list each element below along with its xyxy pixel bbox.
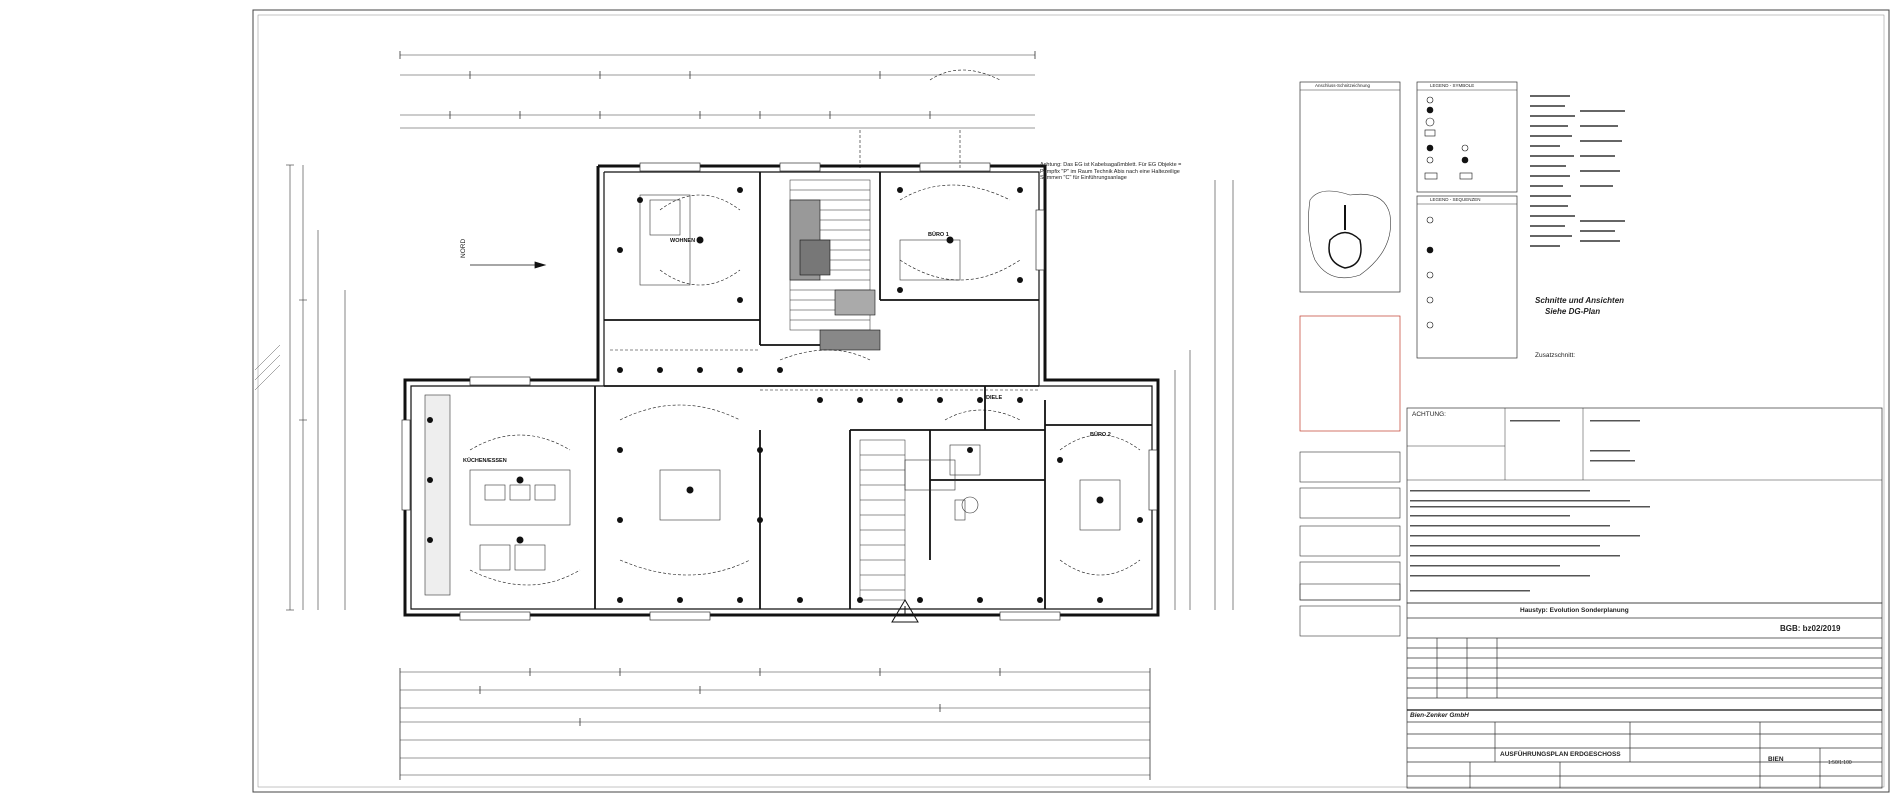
notes-lines <box>1410 420 1650 592</box>
plan-title: AUSFÜHRUNGSPLAN ERDGESCHOSS <box>1500 751 1621 758</box>
legend-box-sequences <box>1416 195 1518 359</box>
right-text-column <box>1530 95 1625 247</box>
hatch-left <box>254 344 281 391</box>
notes-block <box>1406 407 1883 604</box>
heating-note: Achtung: Das EG ist Kabelsagaßmblett. Fü… <box>1040 162 1182 182</box>
dimension-lines-right <box>1174 180 1234 610</box>
dimension-lines-top <box>399 51 1036 129</box>
technical-equipment <box>789 199 881 351</box>
red-notes-box <box>1299 315 1401 432</box>
legend-box-symbols <box>1416 81 1518 193</box>
windows <box>401 162 1158 621</box>
dimension-lines-left <box>286 164 346 611</box>
legend-title-symbols: LEGEND - SYMBOLE <box>1430 83 1475 88</box>
plan-scale: 1:50/1:100 <box>1828 760 1852 766</box>
section-note-line1: Schnitte und Ansichten <box>1535 296 1625 305</box>
legend-symbols <box>1424 96 1473 329</box>
zusatz-label: Zusatzschnitt: <box>1535 352 1576 359</box>
room-label-diele: DIELE <box>986 395 1003 401</box>
plan-code: BIEN <box>1768 756 1784 763</box>
room-label-buero1: BÜRO 1 <box>928 232 949 238</box>
furniture <box>424 194 1121 596</box>
detail-sketch <box>1308 190 1391 279</box>
electrical-circuits <box>469 69 1141 586</box>
legend-title-sequences: LEGEND - SEQUENZEN <box>1430 197 1481 202</box>
company-name: Bien-Zenker GmbH <box>1410 712 1469 719</box>
exterior-walls <box>403 164 1160 617</box>
section-note-line2: Siehe DG-Plan <box>1545 307 1601 316</box>
legend-title-connection: Anschluss-Schnitzeichnung <box>1315 83 1371 88</box>
north-label: NORD <box>460 238 467 258</box>
room-label-buero2: BÜRO 2 <box>1090 432 1111 438</box>
room-label-kuechen: KÜCHEN/ESSEN <box>463 458 507 464</box>
warning-triangle-icon <box>891 599 919 623</box>
achtung-heading: ACHTUNG: <box>1412 411 1446 418</box>
drawing-number: BGB: bz02/2019 <box>1780 624 1841 633</box>
side-info-boxes <box>1299 451 1401 637</box>
room-label-wohnen: WOHNEN <box>670 238 696 244</box>
legend-box-connection <box>1299 81 1401 293</box>
electrical-points <box>427 187 1143 603</box>
north-arrow-icon <box>470 261 547 269</box>
dimension-lines-bottom <box>399 668 1151 780</box>
haustyp-label: Haustyp: Evolution Sonderplanung <box>1520 607 1629 614</box>
interior-walls <box>594 172 1152 609</box>
